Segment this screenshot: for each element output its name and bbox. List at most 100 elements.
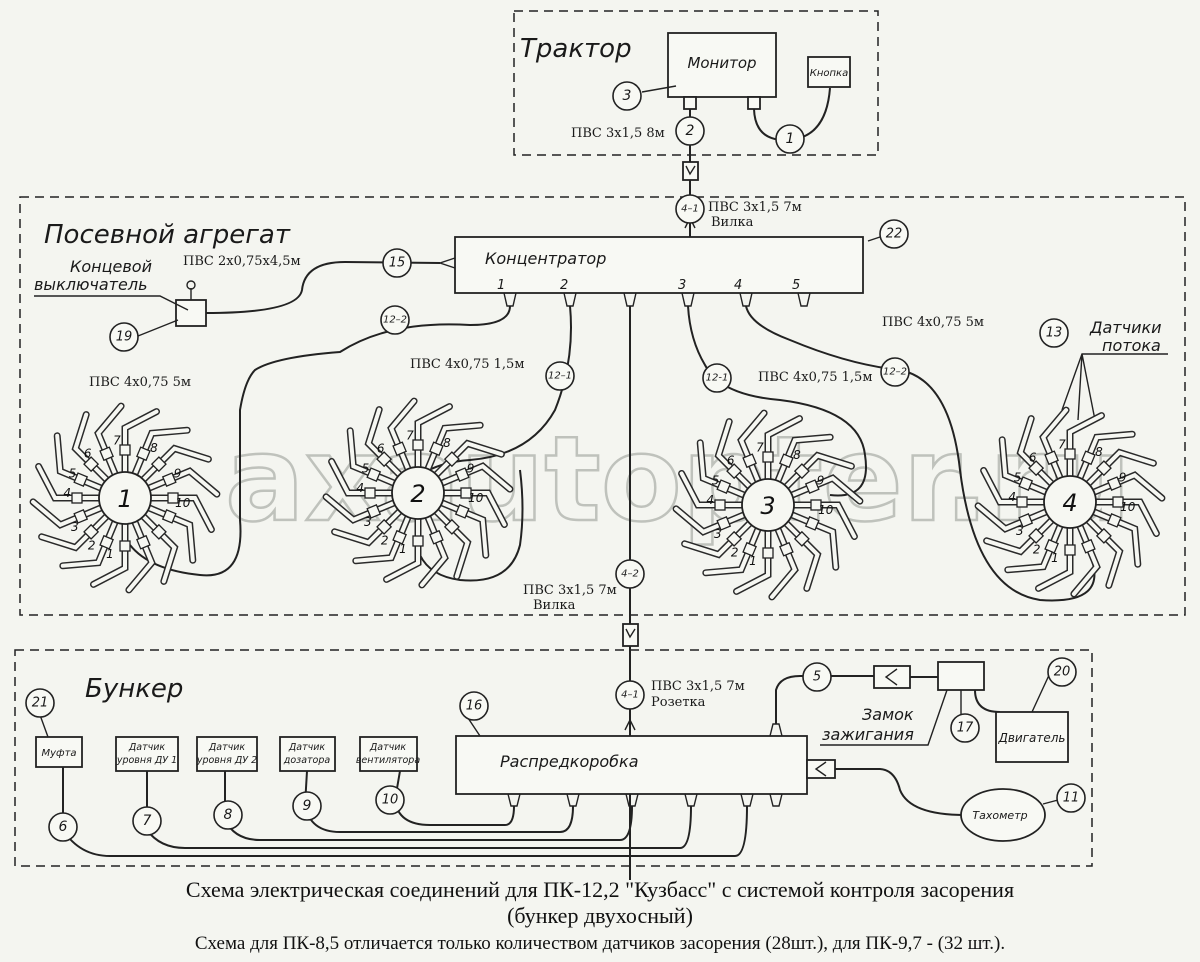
callout-19: 19 [109, 322, 139, 352]
leader-21 [39, 714, 49, 738]
nozzle-tube-inner [1094, 500, 1159, 536]
nozzle-tube-inner [1086, 518, 1122, 588]
sensor-number: 8 [793, 448, 801, 462]
cable-41-bottom-sub: Розетка [651, 695, 706, 710]
concentrator-block [454, 236, 864, 294]
flow-sensor [83, 523, 100, 540]
port-2: 2 [560, 278, 568, 293]
sensor-number: 4 [356, 481, 364, 495]
sensor-number: 3 [1016, 524, 1024, 538]
nozzle-tube-inner [416, 404, 452, 469]
ignition-connector [873, 665, 911, 689]
nozzle-tube-inner [1068, 413, 1104, 478]
svg-text:12–1: 12–1 [548, 371, 572, 382]
tachometer-label: Тахометр [972, 809, 1027, 822]
nozzle-tube-inner [55, 433, 103, 491]
fan-sensor-label-2: вентилятора [356, 755, 421, 766]
svg-text:15: 15 [389, 256, 406, 271]
sensor-number: 10 [818, 503, 834, 517]
nozzle-tube-inner [1040, 408, 1069, 480]
flow-sensor [1095, 527, 1112, 544]
flow-sensor [1016, 496, 1028, 508]
sensor-number: 6 [377, 442, 385, 456]
flow-sensor [779, 541, 794, 557]
flow-sensors-label-2: потока [1102, 336, 1161, 355]
monitor-connector-left [683, 96, 697, 110]
bunker-title: Бункер [85, 674, 183, 704]
wire-section-1 [129, 305, 511, 577]
port-1: 1 [497, 278, 505, 293]
sensor-number: 9 [817, 474, 825, 488]
nozzle-tube-inner [126, 520, 155, 592]
callout-12-2-left: 12–2 [380, 305, 410, 335]
callout-4-1-top: 4–1 [675, 194, 705, 224]
svg-text:10: 10 [382, 793, 399, 808]
callout-3: 3 [612, 81, 642, 111]
svg-text:4–2: 4–2 [621, 569, 639, 580]
nozzle-tube-inner [792, 503, 857, 539]
nozzle-tube-inner [91, 522, 127, 587]
cable-42-label: ПВС 3х1,5 7м [523, 583, 617, 598]
nozzle-tube-inner [1077, 432, 1135, 480]
nozzle-tube-inner [425, 423, 483, 471]
svg-text:4–1: 4–1 [621, 690, 639, 701]
flow-sensor [460, 487, 472, 499]
sensor-number: 1 [749, 554, 757, 568]
wire-level-1 [146, 771, 692, 849]
sensor-number: 9 [174, 467, 182, 481]
svg-text:12–2: 12–2 [883, 367, 907, 378]
nozzle-tube-inner [440, 463, 512, 492]
section-number: 4 [1062, 489, 1077, 517]
sensor-number: 5 [362, 462, 370, 476]
svg-text:8: 8 [224, 807, 233, 823]
sensor-number: 8 [150, 441, 158, 455]
nozzle-tube-inner [1005, 524, 1063, 572]
sensor-number: 1 [399, 542, 407, 556]
callout-11: 11 [1056, 783, 1086, 813]
svg-text:11: 11 [1063, 791, 1080, 806]
nozzle-tube-inner [703, 527, 761, 575]
callout-5: 5 [802, 662, 832, 692]
sensor-number: 4 [706, 493, 714, 507]
monitor-label: Монитор [687, 54, 756, 72]
flow-sensor [1081, 538, 1096, 554]
callout-12-1-left: 12–1 [545, 361, 575, 391]
callout-15: 15 [382, 248, 412, 278]
flow-sensor [454, 467, 470, 482]
wire-limit-switch [205, 260, 441, 314]
section-number: 1 [117, 485, 132, 513]
tractor-title: Трактор [520, 34, 632, 64]
flow-sensor [443, 518, 460, 535]
flow-sensor [1081, 450, 1096, 466]
flow-sensor [412, 535, 424, 547]
flow-sensor [1095, 460, 1112, 477]
callout-4-2: 4–2 [615, 559, 645, 589]
ignition-leader [820, 689, 948, 746]
doser-sensor-label-2: дозатора [283, 755, 331, 766]
cable-122-right-label: ПВС 4х0,75 5м [882, 315, 984, 330]
monitor-block [667, 32, 777, 98]
flow-sensor [71, 492, 83, 504]
svg-text:6: 6 [59, 819, 68, 835]
distribution-box-socket [806, 759, 836, 779]
doser-sensor-block [279, 736, 336, 772]
nozzle-tube-inner [332, 509, 402, 545]
sensor-number: 4 [1008, 490, 1016, 504]
plug-top [682, 161, 699, 181]
cable-15-label: ПВС 2х0,75х4,5м [183, 254, 301, 269]
flow-sensor [136, 534, 151, 550]
sensor-number: 5 [712, 474, 720, 488]
port-5: 5 [792, 278, 800, 293]
callout-7: 7 [132, 806, 162, 836]
callout-10: 10 [375, 785, 405, 815]
nozzle-tube-inner [123, 409, 159, 474]
flow-sensor [392, 529, 407, 545]
leader-19 [137, 319, 179, 337]
sensor-number: 7 [406, 429, 414, 443]
nozzle-tube-inner [73, 412, 109, 482]
svg-text:19: 19 [116, 330, 133, 345]
svg-text:7: 7 [143, 813, 152, 829]
